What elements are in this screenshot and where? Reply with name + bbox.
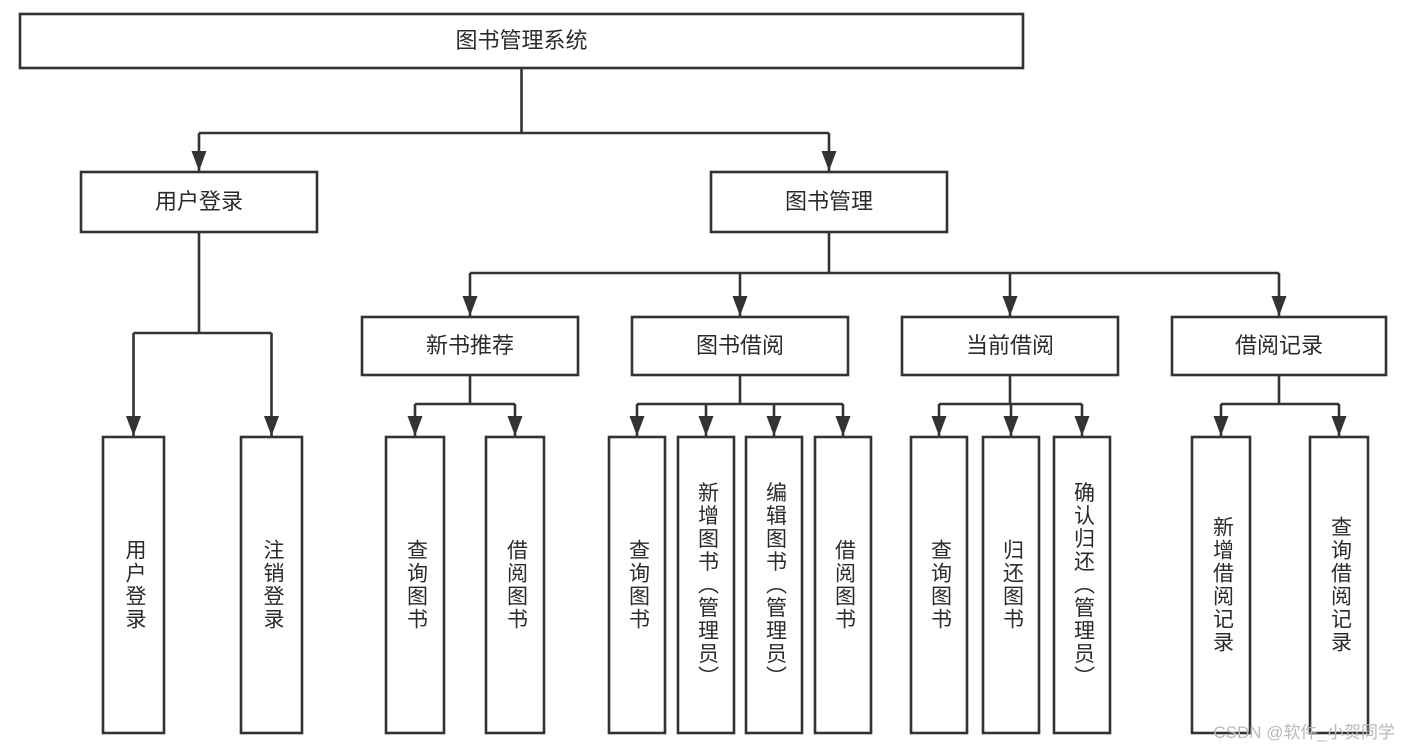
node-current-borrow[interactable]: 当前借阅 — [900, 315, 1120, 377]
node-layer: 图书管理系统用户登录图书管理新书推荐图书借阅当前借阅借阅记录用户登录注销登录查询… — [18, 12, 1388, 735]
node-root[interactable]: 图书管理系统 — [18, 12, 1025, 70]
node-label: 查询图书 — [404, 539, 428, 631]
node-label: 借阅图书 — [504, 539, 528, 631]
node-leaf-borrow-book[interactable]: 借阅图书 — [813, 435, 873, 735]
node-leaf-edit-book[interactable]: 编辑图书（管理员） — [744, 435, 804, 735]
connector-arrowhead — [1331, 416, 1347, 436]
node-leaf-logout[interactable]: 注销登录 — [239, 435, 304, 735]
node-leaf-borrow-book-rec[interactable]: 借阅图书 — [484, 435, 546, 735]
node-label: 注销登录 — [261, 539, 285, 631]
node-book-borrow[interactable]: 图书借阅 — [630, 315, 850, 377]
node-label: 图书管理系统 — [455, 28, 587, 53]
node-label: 归还图书 — [1000, 539, 1024, 631]
connector-arrowhead — [835, 416, 851, 436]
node-label: 确认归还（管理员） — [1071, 482, 1095, 689]
node-label: 新书推荐 — [426, 333, 514, 358]
node-label: 借阅图书 — [832, 539, 856, 631]
node-label: 编辑图书（管理员） — [763, 482, 787, 689]
connector-arrowhead — [462, 296, 478, 316]
node-label: 用户登录 — [155, 189, 243, 214]
connector-arrowhead — [507, 416, 523, 436]
node-leaf-query-book-cur[interactable]: 查询图书 — [909, 435, 969, 735]
node-borrow-record[interactable]: 借阅记录 — [1170, 315, 1388, 377]
node-label: 当前借阅 — [966, 333, 1054, 358]
node-label: 查询图书 — [928, 539, 952, 631]
connector-arrowhead — [1003, 416, 1019, 436]
connector-arrowhead — [698, 416, 714, 436]
node-leaf-add-book[interactable]: 新增图书（管理员） — [676, 435, 736, 735]
node-label: 新增图书（管理员） — [695, 482, 719, 689]
connector-arrowhead — [126, 416, 141, 436]
node-leaf-user-login[interactable]: 用户登录 — [101, 435, 166, 735]
connector-layer — [126, 68, 1347, 436]
node-label: 图书管理 — [785, 189, 873, 214]
watermark-text: CSDN @软件_小贺同学 — [1213, 723, 1395, 742]
connector-arrowhead — [931, 416, 947, 436]
node-label: 用户登录 — [123, 539, 147, 631]
node-leaf-query-book-rec[interactable]: 查询图书 — [384, 435, 446, 735]
node-user-login[interactable]: 用户登录 — [79, 170, 319, 234]
connector-arrowhead — [629, 416, 645, 436]
node-leaf-query-record[interactable]: 查询借阅记录 — [1308, 435, 1370, 735]
node-book-manage[interactable]: 图书管理 — [709, 170, 949, 234]
node-label: 图书借阅 — [696, 333, 784, 358]
node-label: 借阅记录 — [1235, 333, 1323, 358]
connector-arrowhead — [191, 151, 207, 171]
connector-arrowhead — [766, 416, 782, 436]
node-leaf-query-book-borrow[interactable]: 查询图书 — [607, 435, 667, 735]
node-leaf-add-record[interactable]: 新增借阅记录 — [1190, 435, 1252, 735]
connector-arrowhead — [1002, 296, 1018, 316]
node-label: 新增借阅记录 — [1210, 516, 1234, 654]
connector-arrowhead — [732, 296, 748, 316]
node-leaf-confirm-return[interactable]: 确认归还（管理员） — [1052, 435, 1112, 735]
node-label: 查询图书 — [626, 539, 650, 631]
connector-arrowhead — [1271, 296, 1287, 316]
connector-arrowhead — [1074, 416, 1090, 436]
node-label: 查询借阅记录 — [1328, 516, 1352, 654]
node-leaf-return-book[interactable]: 归还图书 — [981, 435, 1041, 735]
node-new-book-recommend[interactable]: 新书推荐 — [360, 315, 580, 377]
connector-arrowhead — [1213, 416, 1229, 436]
connector-arrowhead — [264, 416, 279, 436]
connector-arrowhead — [407, 416, 423, 436]
connector-arrowhead — [821, 151, 837, 171]
